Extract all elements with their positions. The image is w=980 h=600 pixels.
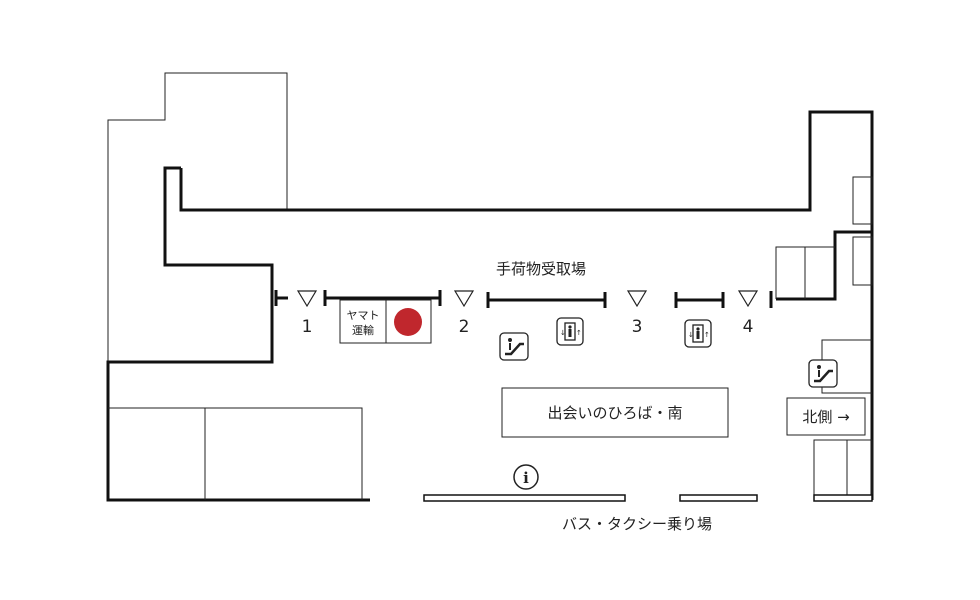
bus-stop-bar	[679, 494, 758, 502]
exit-1[interactable]: 1	[296, 290, 318, 337]
baggage-claim-label: 手荷物受取場	[496, 260, 586, 278]
yamato-label-line1: ヤマト	[347, 309, 380, 322]
yamato-counter: ヤマト 運輸	[339, 299, 432, 344]
information-icon: i	[513, 464, 539, 490]
bus-stop-bar	[423, 494, 626, 502]
elevator-icon: ↓↑	[684, 319, 712, 348]
svg-text:i: i	[523, 469, 529, 487]
exit-number: 3	[632, 317, 643, 337]
meeting-area-label: 出会いのひろば・南	[547, 404, 682, 422]
exit-number: 1	[302, 317, 313, 337]
svg-text:↑: ↑	[576, 329, 582, 337]
exit-triangle-icon	[626, 290, 648, 308]
building-outline	[106, 72, 874, 502]
escalator-icon	[499, 332, 529, 361]
escalator-icon	[808, 359, 838, 388]
svg-text:↑: ↑	[704, 331, 710, 339]
exit-triangle-icon	[453, 290, 475, 308]
exit-number: 4	[743, 317, 754, 337]
svg-text:↓: ↓	[688, 331, 694, 339]
north-side-link[interactable]: 北側 →	[786, 397, 866, 436]
yamato-label-line2: 運輸	[352, 323, 374, 337]
svg-text:↓: ↓	[560, 329, 566, 337]
exit-3[interactable]: 3	[626, 290, 648, 337]
claim-counter-line	[274, 290, 725, 308]
current-location-icon	[394, 308, 422, 336]
exit-2[interactable]: 2	[453, 290, 475, 337]
north-side-label: 北側 →	[802, 408, 849, 426]
bus-taxi-label: バス・タクシー乗り場	[562, 515, 712, 533]
exit-triangle-icon	[296, 290, 318, 308]
exit-triangle-icon	[737, 290, 759, 308]
elevator-icon: ↓↑	[556, 317, 584, 346]
exit-number: 2	[459, 317, 470, 337]
exit-4[interactable]: 4	[737, 290, 759, 337]
meeting-area-south[interactable]: 出会いのひろば・南	[501, 387, 729, 438]
